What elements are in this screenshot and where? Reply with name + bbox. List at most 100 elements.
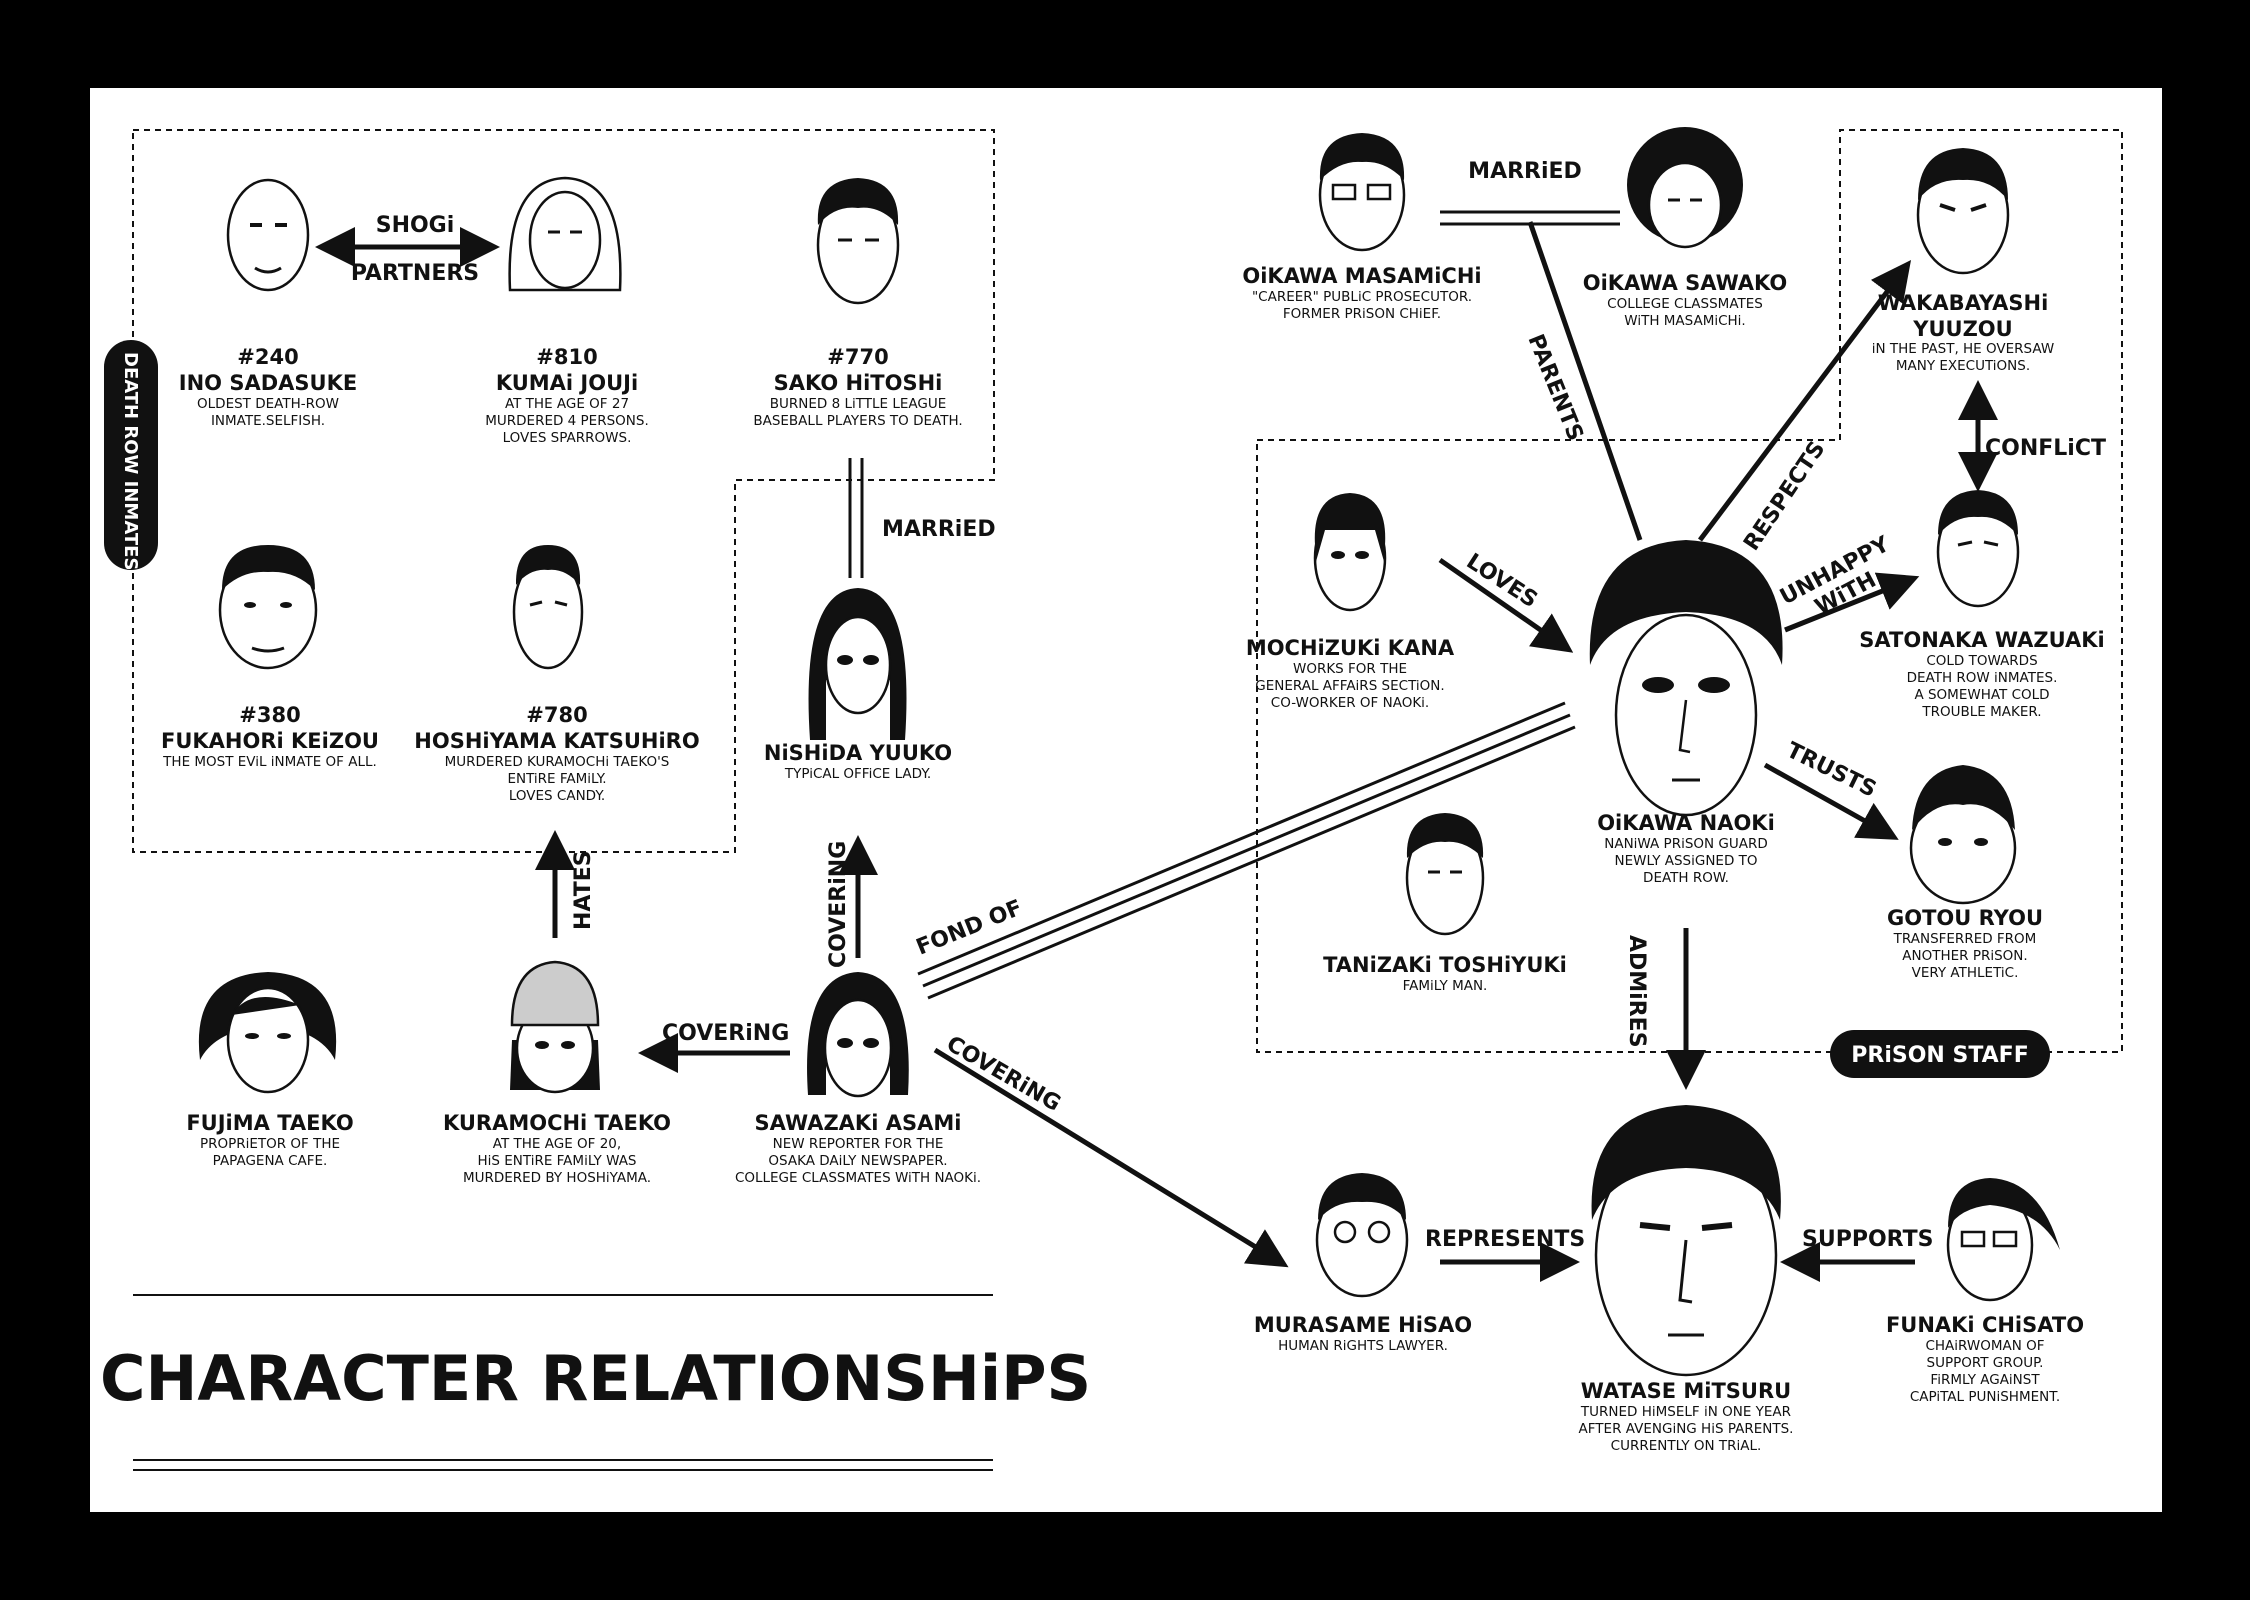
satonaka-portrait	[1936, 490, 2020, 608]
funaki-desc-line: CAPiTAL PUNiSHMENT.	[1910, 1389, 2060, 1405]
murasame-portrait	[1315, 1173, 1409, 1298]
death-row-box	[132, 129, 995, 853]
tanizaki-portrait	[1405, 813, 1485, 936]
fujima-portrait	[198, 972, 337, 1094]
satonaka-desc-line: TROUBLE MAKER.	[1921, 704, 2041, 720]
sako-name: SAKO HiTOSHi	[774, 371, 943, 395]
covering-down-label: COVERiNG	[942, 1032, 1065, 1117]
wakabayashi-name: WAKABAYASHi	[1878, 291, 2049, 315]
parents-label: PARENTS	[1522, 331, 1587, 445]
fond-of-line	[917, 701, 1576, 1000]
fukahori-number: #380	[239, 703, 300, 727]
masamichi-portrait	[1318, 133, 1406, 252]
tanizaki-name: TANiZAKi TOSHiYUKi	[1323, 953, 1567, 977]
married-left-label: MARRiED	[882, 517, 996, 542]
fukahori-portrait	[218, 545, 318, 670]
wakabayashi-desc-line: MANY EXECUTiONS.	[1896, 358, 2030, 374]
sako-number: #770	[827, 345, 888, 369]
gotou-desc-line: VERY ATHLETiC.	[1912, 965, 2019, 981]
mochizuki-desc-line: GENERAL AFFAiRS SECTiON.	[1255, 678, 1444, 694]
satonaka-desc-line: A SOMEWHAT COLD	[1914, 687, 2049, 703]
sako-desc-line: BASEBALL PLAYERS TO DEATH.	[753, 413, 962, 429]
masamichi-desc-line: FORMER PRiSON CHiEF.	[1283, 306, 1441, 322]
gotou-portrait	[1909, 765, 2017, 905]
naoki-desc-line: NANiWA PRiSON GUARD	[1604, 836, 1768, 852]
satonaka-name: SATONAKA WAZUAKi	[1859, 628, 2104, 652]
respects-arrow	[1698, 260, 1912, 542]
sawako-desc-line: WiTH MASAMiCHi.	[1624, 313, 1745, 329]
loves-arrow	[1438, 557, 1574, 653]
sawazaki-desc-line: OSAKA DAiLY NEWSPAPER.	[768, 1153, 947, 1169]
sawako-desc-line: COLLEGE CLASSMATES	[1607, 296, 1763, 312]
satonaka-desc-line: COLD TOWARDS	[1926, 653, 2037, 669]
wakabayashi-name: YUUZOU	[1912, 317, 2012, 341]
gotou-desc-line: TRANSFERRED FROM	[1893, 931, 2037, 947]
death-row-label-text: DEATH ROW INMATES	[120, 352, 141, 570]
kumai-desc-line: LOVES SPARROWS.	[503, 430, 632, 446]
supports-label: SUPPORTS	[1802, 1227, 1933, 1252]
sawazaki-portrait	[807, 972, 909, 1098]
tanizaki-desc-line: FAMiLY MAN.	[1403, 978, 1488, 994]
hates-label: HATES	[571, 850, 596, 930]
trusts-label: TRUSTS	[1782, 738, 1880, 803]
kuramochi-desc-line: HiS ENTiRE FAMiLY WAS	[477, 1153, 636, 1169]
gotou-name: GOTOU RYOU	[1887, 906, 2043, 930]
naoki-desc-line: DEATH ROW.	[1643, 870, 1729, 886]
conflict-label: CONFLiCT	[1985, 436, 2106, 461]
prison-staff-label: PRiSON STAFF	[1830, 1030, 2050, 1078]
prison-staff-box	[1256, 129, 2123, 1053]
nishida-portrait	[808, 588, 907, 740]
partners-label: PARTNERS	[351, 261, 479, 286]
shogi-label: SHOGi	[376, 213, 455, 238]
fukahori-desc-line: THE MOST EViL iNMATE OF ALL.	[162, 754, 377, 770]
respects-label: RESPECTS	[1739, 437, 1830, 555]
ino-desc-line: OLDEST DEATH-ROW	[197, 396, 339, 412]
ino-number: #240	[237, 345, 298, 369]
prison-staff-label-text: PRiSON STAFF	[1851, 1043, 2028, 1068]
sawazaki-desc-line: NEW REPORTER FOR THE	[773, 1136, 944, 1152]
mochizuki-desc-line: WORKS FOR THE	[1293, 661, 1407, 677]
kumai-desc-line: MURDERED 4 PERSONS.	[485, 413, 649, 429]
kumai-number: #810	[536, 345, 597, 369]
naoki-portrait	[1589, 540, 1783, 817]
hoshiyama-desc-line: LOVES CANDY.	[509, 788, 605, 804]
mochizuki-portrait	[1313, 493, 1387, 612]
hoshiyama-desc-line: ENTiRE FAMiLY.	[507, 771, 606, 787]
funaki-name: FUNAKi CHiSATO	[1886, 1313, 2084, 1337]
hoshiyama-number: #780	[526, 703, 587, 727]
kumai-name: KUMAi JOUJi	[496, 371, 638, 395]
kuramochi-portrait	[510, 960, 600, 1094]
kuramochi-desc-line: AT THE AGE OF 20,	[493, 1136, 621, 1152]
wakabayashi-desc-line: iN THE PAST, HE OVERSAW	[1872, 341, 2054, 357]
kumai-desc-line: AT THE AGE OF 27	[505, 396, 629, 412]
fukahori-name: FUKAHORi KEiZOU	[161, 729, 379, 753]
married-top-label: MARRiED	[1468, 159, 1582, 184]
funaki-portrait	[1946, 1178, 2060, 1302]
sawazaki-desc-line: COLLEGE CLASSMATES WiTH NAOKi.	[735, 1170, 981, 1186]
hoshiyama-portrait	[512, 545, 584, 670]
kuramochi-desc-line: MURDERED BY HOSHiYAMA.	[463, 1170, 651, 1186]
funaki-desc-line: SUPPORT GROUP.	[1927, 1355, 2044, 1371]
naoki-desc-line: NEWLY ASSiGNED TO	[1614, 853, 1757, 869]
nishida-name: NiSHiDA YUUKO	[764, 741, 952, 765]
wakabayashi-portrait	[1916, 148, 2010, 275]
death-row-label: DEATH ROW INMATES	[104, 340, 158, 570]
hoshiyama-desc-line: MURDERED KURAMOCHi TAEKO'S	[445, 754, 670, 770]
funaki-desc-line: FiRMLY AGAiNST	[1930, 1372, 2040, 1388]
kumai-portrait	[508, 176, 622, 292]
covering-down-arrow	[933, 1047, 1289, 1268]
nishida-desc-line: TYPiCAL OFFiCE LADY.	[784, 766, 931, 782]
watase-desc-line: TURNED HiMSELF iN ONE YEAR	[1580, 1404, 1791, 1420]
murasame-name: MURASAME HiSAO	[1254, 1313, 1472, 1337]
page-title: CHARACTER RELATIONSHiPS	[100, 1342, 1091, 1415]
covering-up-label: COVERiNG	[826, 841, 851, 968]
sako-desc-line: BURNED 8 LiTTLE LEAGUE	[770, 396, 947, 412]
trusts-arrow	[1763, 762, 1899, 840]
mochizuki-desc-line: CO-WORKER OF NAOKi.	[1271, 695, 1429, 711]
admires-label: ADMiRES	[1624, 935, 1649, 1048]
fujima-name: FUJiMA TAEKO	[186, 1111, 353, 1135]
masamichi-name: OiKAWA MASAMiCHi	[1242, 264, 1481, 288]
watase-name: WATASE MiTSURU	[1581, 1379, 1791, 1403]
masamichi-desc-line: "CAREER" PUBLiC PROSECUTOR.	[1252, 289, 1472, 305]
